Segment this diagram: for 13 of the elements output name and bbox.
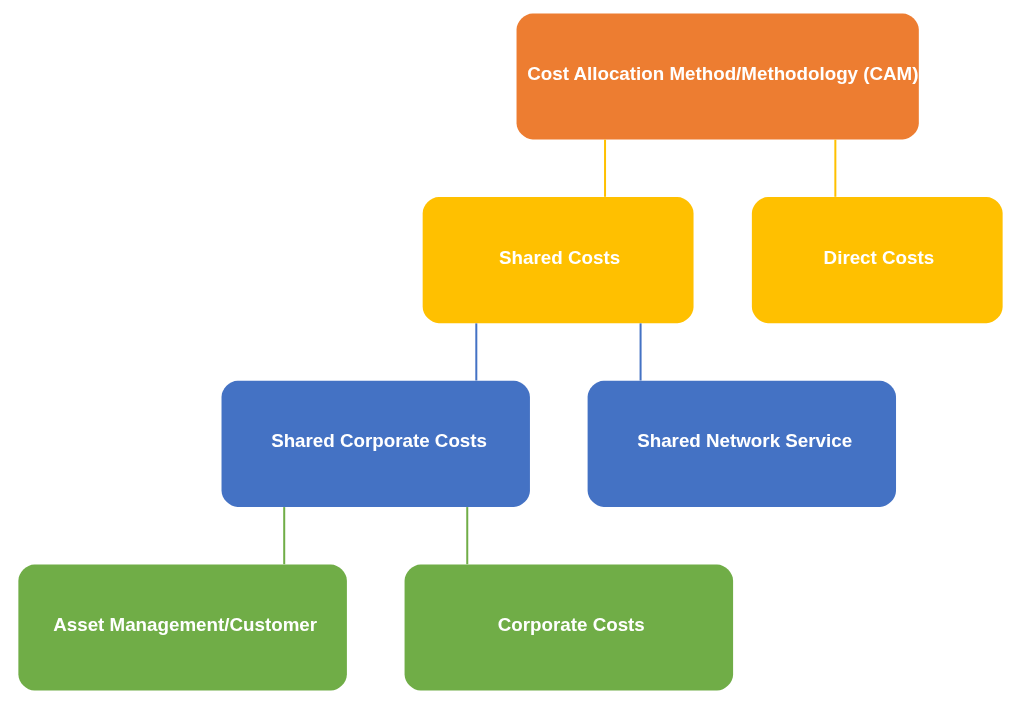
connector bbox=[474, 323, 477, 381]
node-box: Direct Costs bbox=[751, 197, 1003, 324]
connector bbox=[639, 323, 642, 381]
node-box: Corporate Costs bbox=[404, 564, 733, 691]
connector bbox=[603, 139, 606, 197]
node-box: Shared Corporate Costs bbox=[221, 380, 530, 507]
node-box: Shared Network Service bbox=[587, 380, 896, 507]
connector bbox=[282, 507, 285, 565]
connector bbox=[833, 139, 836, 197]
connector bbox=[465, 507, 468, 565]
node-box: Shared Costs bbox=[422, 197, 694, 324]
node-box: Asset Management/Customer bbox=[17, 564, 347, 691]
node-box: Cost Allocation Method/Methodology (CAM) bbox=[516, 13, 919, 140]
